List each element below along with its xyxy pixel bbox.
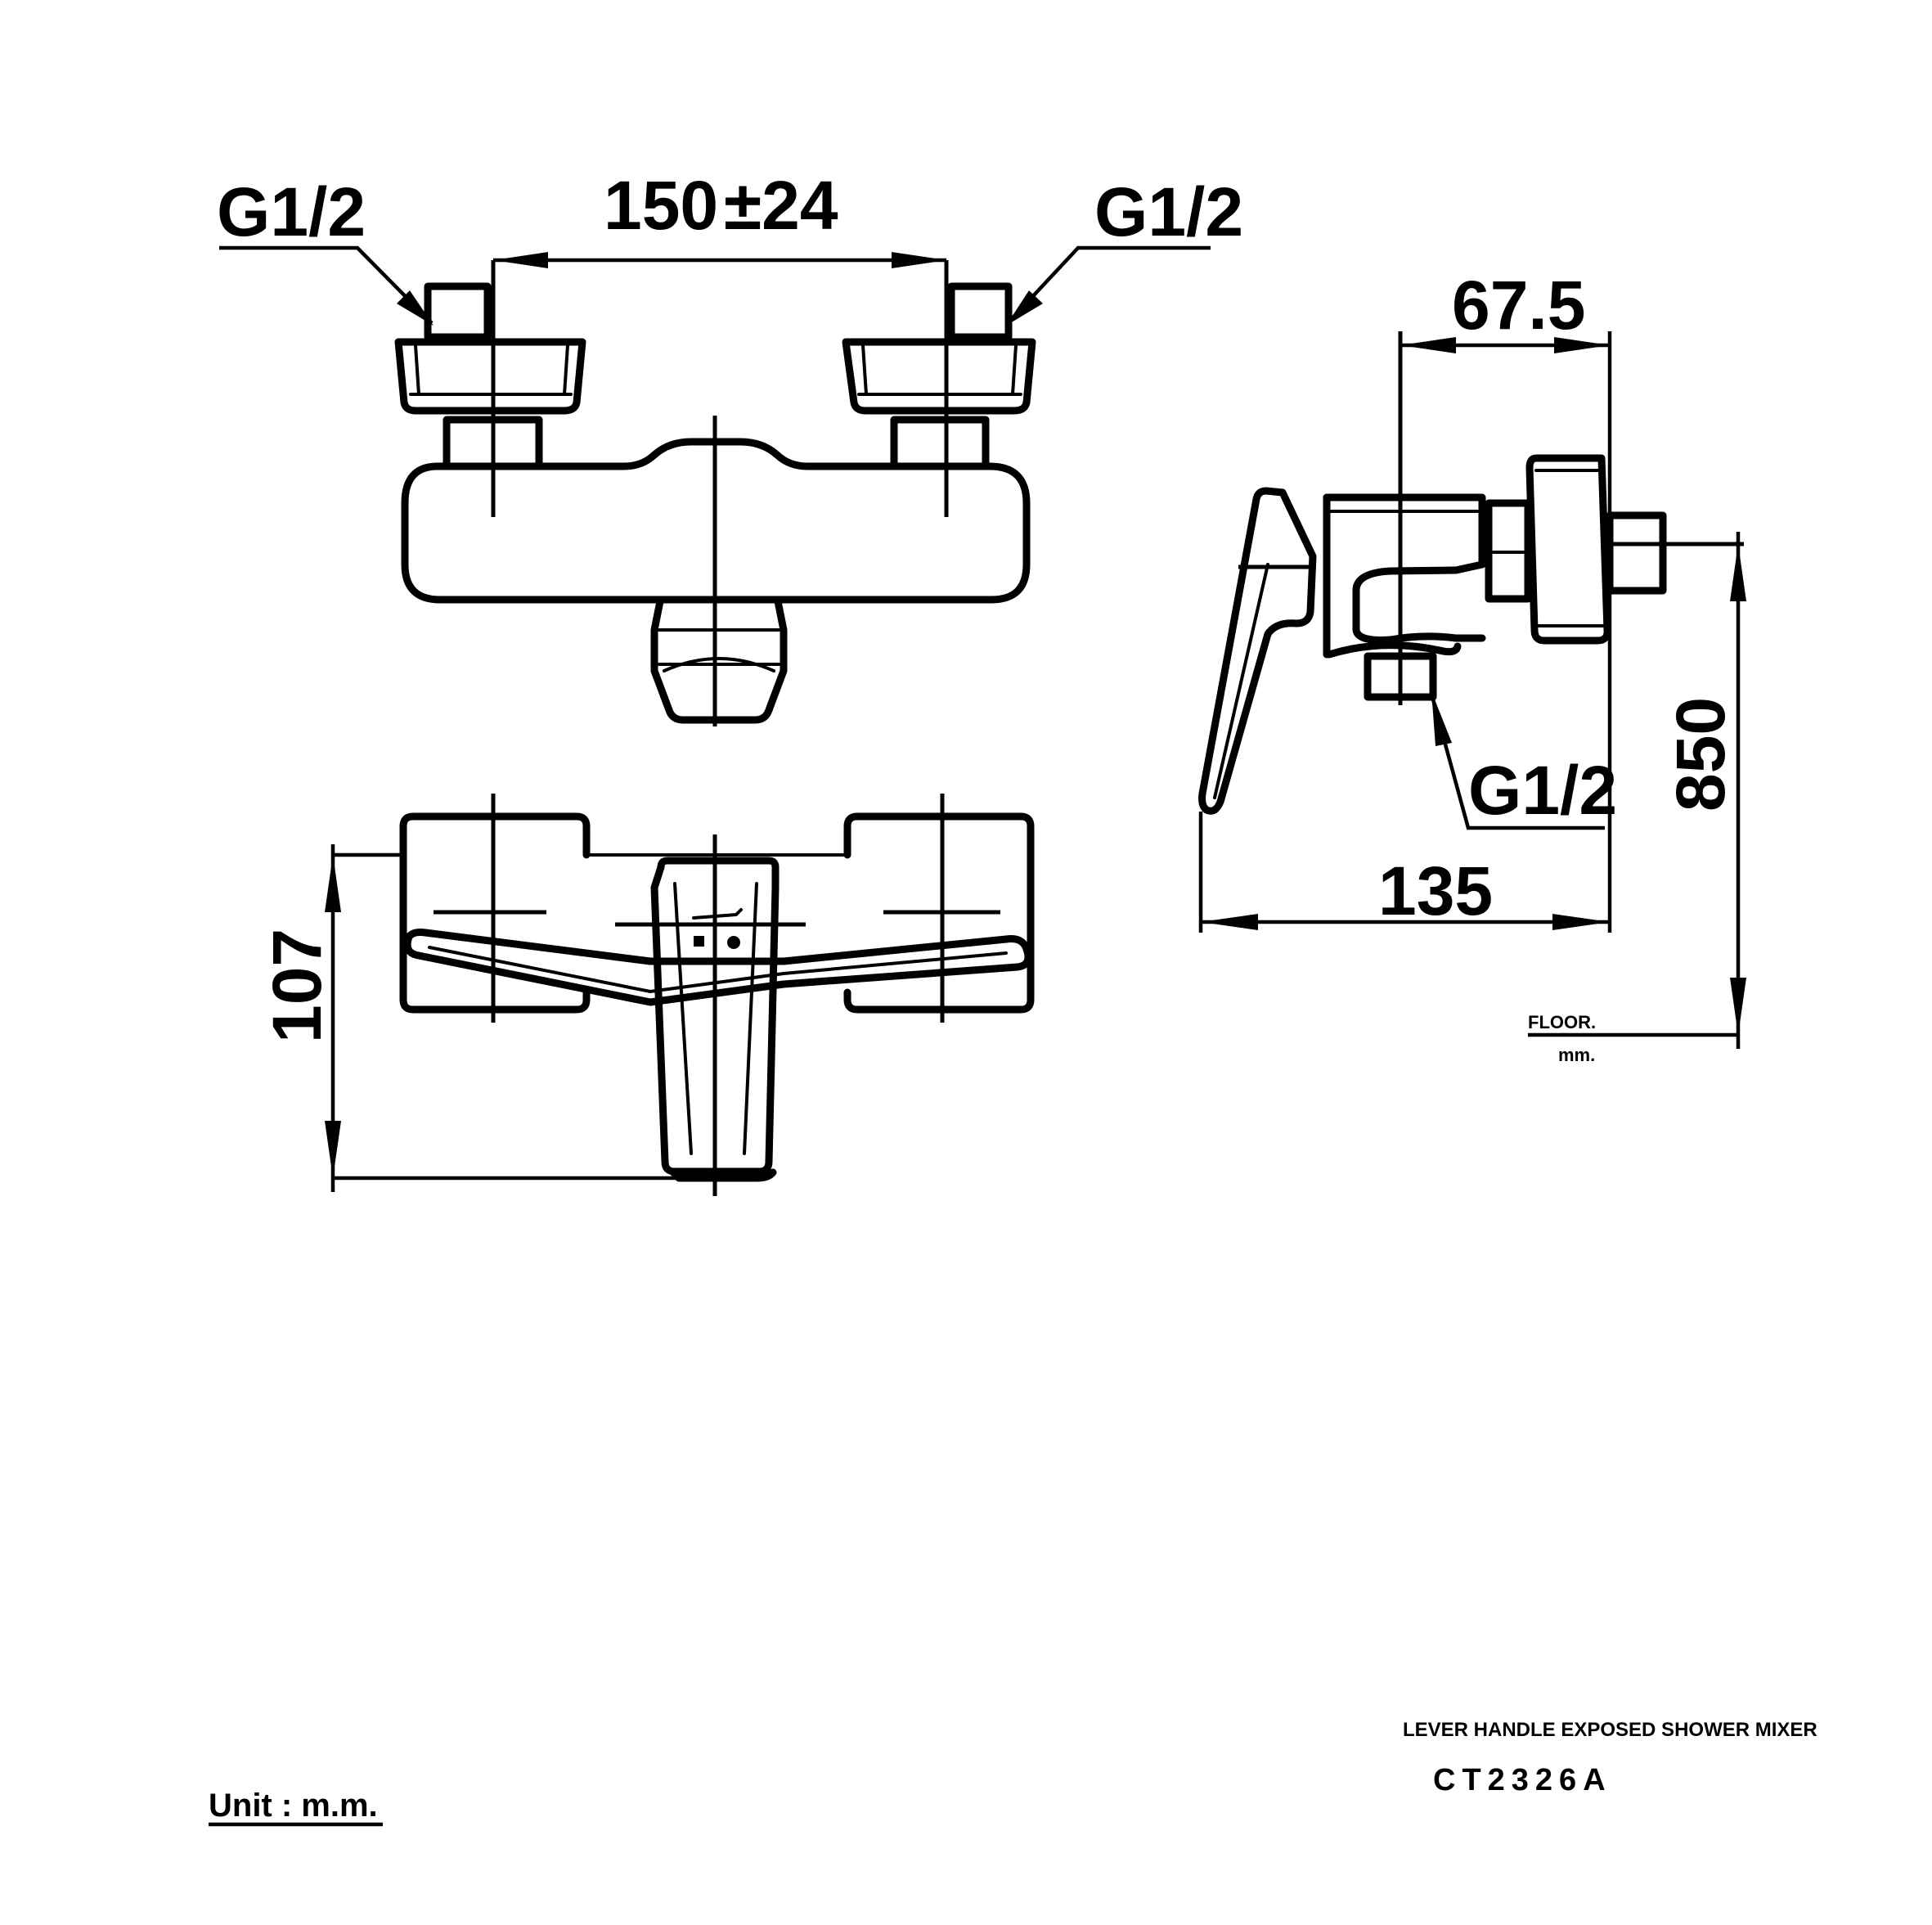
front-view [325,794,1035,1196]
top-left-cover-edge-right [563,344,569,396]
floor-unit-label: mm. [1558,1045,1595,1065]
depth-arrow-right [1554,337,1610,353]
top-outlet-body [650,597,788,724]
unit-note: Unit : m.m. [209,1788,378,1824]
centers-tolerance-label: ±24 [724,167,838,244]
thread-left-leader [219,245,434,325]
thread-left-arrow [397,290,434,326]
centers-value-label: 150 [604,167,718,244]
mount-height-arrow-bottom [1730,978,1746,1035]
mount-height-arrow-top [1730,544,1746,601]
front-indicator-square [694,936,704,947]
top-view [219,245,1211,726]
model-code: CT2326A [1433,1763,1612,1797]
side-body [1323,493,1486,644]
front-handle-inner-left [673,882,693,1155]
thread-outlet-arrow [1431,691,1452,746]
depth-arrow-left [1400,337,1456,353]
side-view [1198,331,1746,1049]
front-logo-mark [692,908,743,920]
side-wall-flange [1525,454,1611,645]
front-handle [650,857,780,1176]
mount-height-value-label: 850 [1662,697,1739,812]
top-left-inlet-nut [424,282,492,341]
front-left-cover [399,812,591,1014]
side-inlet-stub [1606,511,1667,595]
top-right-eccentric-cover [842,338,1036,415]
top-right-connector-nut [890,416,990,470]
height-arrow-top [325,855,341,912]
thread-left-label: G1/2 [217,173,366,250]
height-arrow-bottom [325,1121,341,1178]
thread-outlet-label: G1/2 [1468,752,1617,829]
product-name: LEVER HANDLE EXPOSED SHOWER MIXER [1403,1719,1817,1741]
front-right-cover [843,812,1035,1014]
projection-arrow-left [1201,914,1258,930]
top-left-eccentric-cover [394,338,586,415]
thread-right-leader [1006,245,1211,325]
top-right-cover-edge-left [861,344,868,396]
top-mixer-body [401,438,1031,604]
front-handle-base [669,1168,777,1182]
top-right-inlet-nut [947,282,1013,341]
floor-label: FLOOR. [1528,1012,1596,1032]
thread-right-label: G1/2 [1094,173,1243,250]
front-indicator-dot [727,936,740,949]
thread-right-arrow [1006,290,1043,326]
top-outlet-inner-curve [663,657,775,672]
centers-arrow-left [493,252,548,268]
front-lever-bar-inner [428,946,1008,994]
front-lever-bar [403,929,1032,1006]
height-value-label: 107 [258,929,335,1043]
centers-arrow-right [892,252,946,268]
top-right-cover-edge-right [1011,344,1018,396]
side-lever [1198,487,1317,815]
front-handle-inner-right [743,882,758,1155]
side-outlet-neck [1325,641,1462,659]
projection-value-label: 135 [1378,852,1493,929]
projection-arrow-right [1552,914,1610,930]
side-lever-inner [1213,563,1269,799]
depth-value-label: 67.5 [1452,267,1586,344]
top-left-cover-edge-left [414,344,420,396]
